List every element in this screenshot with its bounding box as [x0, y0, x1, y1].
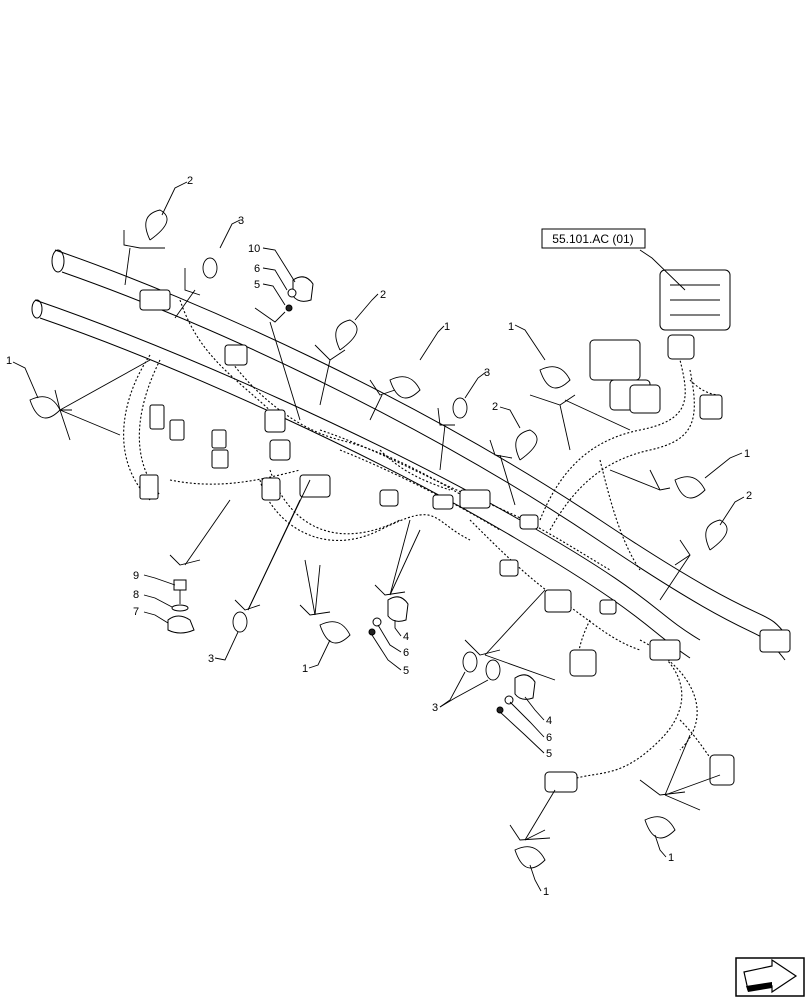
callout-label: 4 — [403, 631, 409, 643]
connector — [544, 771, 578, 793]
grommet-ring — [452, 397, 468, 419]
connector — [299, 474, 331, 498]
nut — [368, 628, 376, 636]
grommet-ring — [462, 651, 478, 673]
connector — [459, 489, 491, 509]
cable-tie — [389, 376, 421, 399]
clamp-parts-lower — [496, 674, 536, 714]
connector — [499, 559, 519, 577]
connector — [379, 489, 399, 507]
connector — [224, 344, 248, 366]
grommet-ring — [485, 659, 501, 681]
cable-tie — [514, 846, 546, 869]
callout-numbers: 2 3 10 6 5 2 1 1 3 2 1 1 2 9 8 7 3 1 4 6… — [6, 175, 752, 898]
upper-pipe — [51, 249, 791, 661]
nut — [285, 304, 293, 312]
connectors — [139, 269, 791, 793]
connector — [709, 754, 735, 786]
callout-label: 6 — [403, 647, 409, 659]
connector — [759, 629, 791, 653]
connector — [211, 449, 229, 469]
callout-label: 5 — [403, 665, 409, 677]
grommet-ring — [202, 257, 218, 279]
callout-label: 7 — [133, 606, 139, 618]
reference-box[interactable]: 55.101.AC (01) — [541, 228, 646, 249]
callout-label: 2 — [380, 289, 386, 301]
callout-label: 10 — [248, 243, 260, 255]
cable-ties — [29, 209, 728, 869]
connector — [269, 439, 291, 461]
connector — [629, 384, 661, 414]
washer — [504, 695, 514, 705]
clamp — [292, 276, 314, 302]
washer — [287, 288, 297, 298]
connector — [261, 477, 281, 501]
reference-label[interactable]: 55.101.AC (01) — [552, 232, 633, 246]
callout-label: 9 — [133, 570, 139, 582]
connector — [699, 394, 723, 420]
cable-tie — [674, 476, 706, 499]
callout-label: 5 — [546, 748, 552, 760]
callout-label: 1 — [668, 852, 674, 864]
cable-tie — [644, 816, 676, 839]
callout-label: 1 — [543, 886, 549, 898]
callout-label: 1 — [6, 355, 12, 367]
grommet-ring — [232, 611, 248, 633]
callout-label: 1 — [744, 448, 750, 460]
cable-tie — [145, 209, 168, 241]
clamp — [514, 674, 536, 700]
bolt-assembly — [167, 579, 195, 634]
connector — [544, 589, 572, 613]
connector — [649, 639, 681, 661]
connector — [139, 289, 171, 311]
connector — [139, 474, 159, 500]
callout-label: 3 — [484, 367, 490, 379]
bolt-head — [173, 579, 187, 591]
callout-label: 8 — [133, 589, 139, 601]
callout-label: 2 — [492, 401, 498, 413]
connector — [169, 419, 185, 441]
connector — [211, 429, 227, 449]
leader-lines — [12, 181, 745, 892]
clamp-parts-mid — [368, 596, 409, 636]
connector — [667, 334, 695, 360]
cable-tie — [319, 621, 351, 644]
cable-tie — [539, 366, 571, 389]
cable-tie — [515, 429, 538, 461]
cable-tie — [29, 396, 61, 419]
clamp — [387, 596, 409, 622]
washer — [171, 604, 189, 612]
callout-label: 1 — [302, 663, 308, 675]
connector — [589, 339, 641, 381]
nut — [496, 706, 504, 714]
washer — [372, 617, 382, 627]
callout-label: 3 — [208, 653, 214, 665]
callout-label: 5 — [254, 279, 260, 291]
connector — [432, 494, 454, 510]
connector — [599, 599, 617, 615]
callout-label: 3 — [432, 702, 438, 714]
callout-label: 6 — [254, 263, 260, 275]
callout-label: 2 — [187, 175, 193, 187]
cable-tie — [335, 319, 358, 351]
callout-label: 1 — [444, 321, 450, 333]
callout-label: 2 — [746, 490, 752, 502]
connector — [264, 409, 286, 433]
clip — [167, 615, 195, 634]
connector — [519, 514, 539, 530]
callout-label: 3 — [238, 215, 244, 227]
clamp-parts-upper — [285, 276, 314, 312]
next-page-arrow-icon[interactable] — [735, 957, 805, 997]
callout-label: 6 — [546, 732, 552, 744]
cable-tie — [705, 519, 728, 551]
connector — [569, 649, 597, 677]
connector — [149, 404, 165, 430]
callout-label: 1 — [508, 321, 514, 333]
callout-label: 4 — [546, 715, 552, 727]
